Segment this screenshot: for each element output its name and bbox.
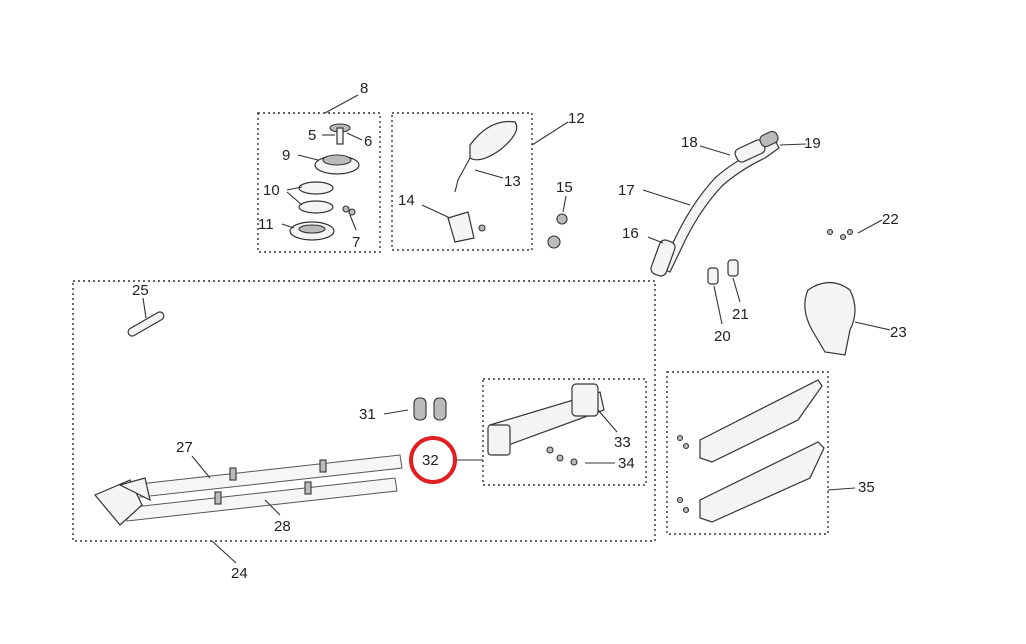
label-18: 18 <box>681 134 698 151</box>
label-22: 22 <box>882 211 899 228</box>
label-28: 28 <box>274 518 291 535</box>
label-6: 6 <box>364 133 372 150</box>
label-14: 14 <box>398 192 415 209</box>
label-9: 9 <box>282 147 290 164</box>
label-21: 21 <box>732 306 749 323</box>
label-15: 15 <box>556 179 573 196</box>
steering-bearing-parts <box>289 123 360 241</box>
mirror-parts <box>447 120 518 243</box>
group-box-fork-guards <box>666 371 829 535</box>
label-24: 24 <box>231 565 248 582</box>
label-12: 12 <box>568 110 585 127</box>
label-16: 16 <box>622 225 639 242</box>
label-33: 33 <box>614 434 631 451</box>
label-17: 17 <box>618 182 635 199</box>
label-7: 7 <box>352 234 360 251</box>
label-20: 20 <box>714 328 731 345</box>
label-25: 25 <box>132 282 149 299</box>
highlight-circle-32 <box>409 436 457 484</box>
label-13: 13 <box>504 173 521 190</box>
group-box-mirrors <box>391 112 533 251</box>
label-19: 19 <box>804 135 821 152</box>
fork-guards <box>676 379 825 523</box>
label-5: 5 <box>308 127 316 144</box>
label-23: 23 <box>890 324 907 341</box>
fork-legs <box>94 454 403 526</box>
triple-clamp <box>487 383 605 466</box>
label-10: 10 <box>263 182 280 199</box>
bolts-15 <box>547 213 568 249</box>
label-8: 8 <box>360 80 368 97</box>
label-35: 35 <box>858 479 875 496</box>
group-box-triple-clamp <box>482 378 647 486</box>
label-32: 32 <box>422 452 439 469</box>
pin-25 <box>127 311 165 337</box>
leader-lines <box>142 94 891 564</box>
group-box-front-fork <box>72 280 656 542</box>
label-34: 34 <box>618 455 635 472</box>
handlebar-parts <box>650 130 856 356</box>
label-27: 27 <box>176 439 193 456</box>
label-31: 31 <box>359 406 376 423</box>
clamps-31 <box>413 397 447 421</box>
label-11: 11 <box>258 216 274 233</box>
group-box-steering-bearing <box>257 112 381 253</box>
